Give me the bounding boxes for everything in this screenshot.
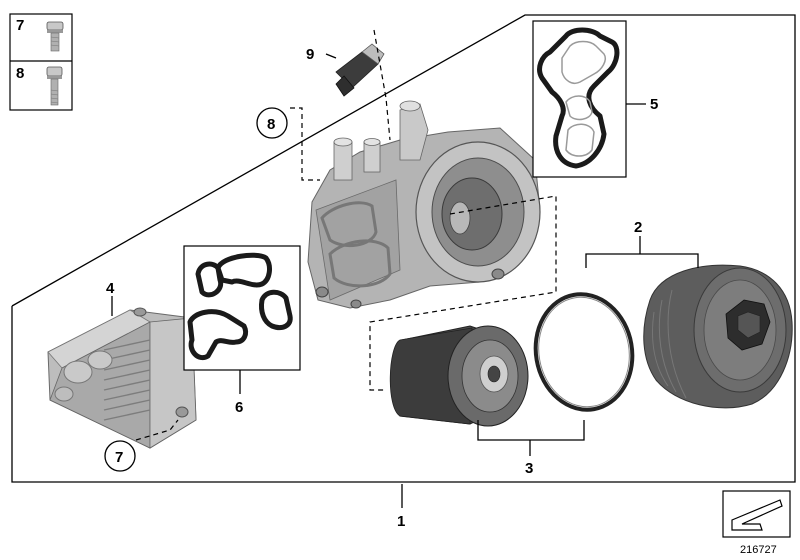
dashed-guides	[135, 29, 557, 441]
callout-7-circle: 7	[104, 440, 136, 472]
callout-2: 2	[634, 219, 642, 236]
housing-gasket-box	[532, 20, 627, 178]
callout-7: 7	[115, 449, 123, 466]
legend-label-8: 8	[16, 65, 24, 82]
callout-3: 3	[525, 460, 533, 477]
fastener-legend: 7 8	[9, 13, 73, 111]
leader-lines	[111, 53, 699, 508]
oil-pressure-sensor	[335, 43, 385, 97]
bolt-short-icon	[46, 21, 64, 52]
callout-5: 5	[650, 96, 658, 113]
oil-cooler	[47, 307, 197, 449]
filter-element	[389, 325, 529, 427]
callout-1: 1	[397, 513, 405, 530]
callouts: 1 2 3 4 5 6 9 8 7	[104, 46, 658, 530]
oil-filter-housing	[307, 100, 541, 309]
arrow-icon	[731, 499, 783, 531]
filter-cap	[643, 264, 793, 409]
legend-label-7: 7	[16, 17, 24, 34]
reference-number: 216727	[740, 544, 777, 556]
bolt-long-icon	[46, 66, 63, 106]
callout-9: 9	[306, 46, 314, 63]
reference-badge: 216727	[722, 490, 791, 556]
assembly-frame	[11, 14, 796, 483]
o-ring	[533, 292, 635, 412]
gasket-set-box	[183, 245, 301, 371]
callout-8: 8	[267, 116, 275, 133]
callout-6: 6	[235, 399, 243, 416]
callout-4: 4	[106, 280, 115, 297]
callout-8-circle: 8	[256, 107, 288, 139]
